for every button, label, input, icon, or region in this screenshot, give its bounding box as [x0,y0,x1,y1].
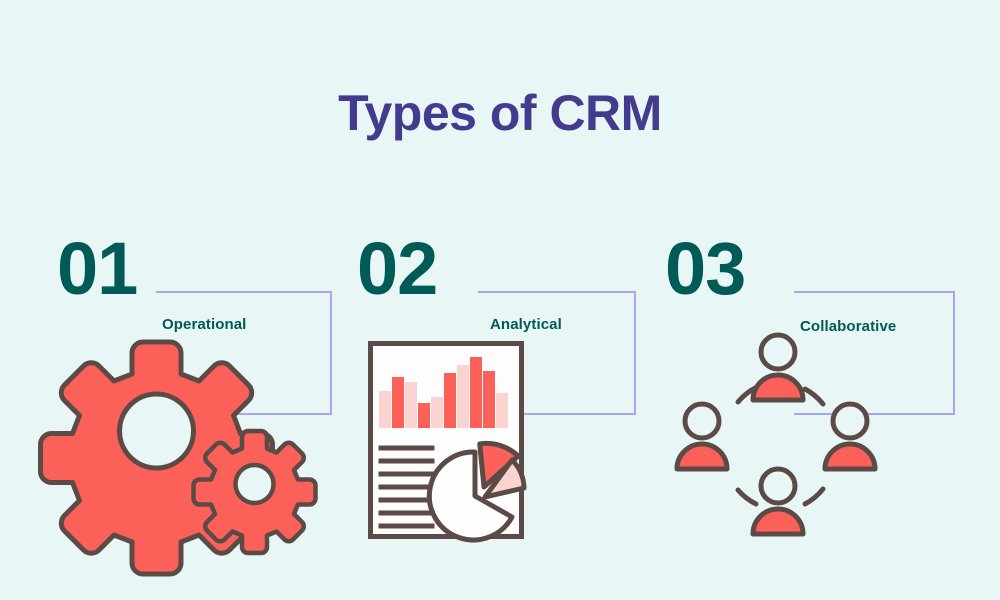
bar-chart-icon [379,357,508,428]
step-frame-03 [794,291,955,415]
report-document-icon [368,341,527,543]
section-collaborative: 03 Collaborative [620,0,955,600]
gears-icon [38,330,318,577]
step-number-02: 02 [357,227,438,310]
section-operational: 01 Operational [0,0,333,600]
step-frame-02 [478,291,636,415]
person-avatar-bottom [750,466,806,537]
page-title: Types of CRM [338,85,662,141]
people-network-icon [660,330,880,550]
person-avatar-right [822,401,878,472]
text-lines-icon [378,445,435,529]
step-number-01: 01 [57,227,138,310]
person-avatar-left [674,401,730,472]
person-avatar-top [750,332,806,403]
step-number-03: 03 [665,227,746,310]
gear-small-icon [191,428,318,556]
section-analytical: 02 Analytical [310,0,643,600]
step-label-operational: Operational [162,316,247,333]
step-label-analytical: Analytical [490,316,562,333]
step-label-collaborative: Collaborative [800,318,897,335]
pie-chart-icon [426,440,527,543]
step-frame-01 [156,291,332,415]
